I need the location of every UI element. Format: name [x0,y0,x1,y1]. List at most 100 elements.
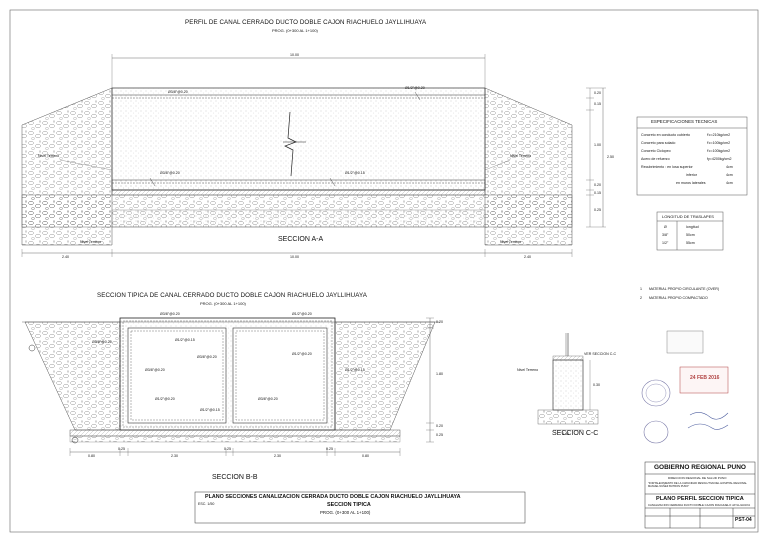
dim-bottom-b5: 2.30 [274,454,281,458]
rebar-label-b1: Ø3/8"@0.20 [160,312,180,316]
dim-top-width: 10.00 [290,53,299,57]
nivel-terreno-a-left: Nivel Terreno [38,154,60,158]
dim-bottom-a3: 2.40 [524,255,531,259]
spec-row-6: en muros laterales 4cm [676,181,733,185]
dim-right-b1: 0.20 [436,320,443,324]
splice-header: LONGITUD DE TRASLAPES [662,214,714,219]
nivel-terreno-a-bottom-left: Nivel Terreno [80,240,102,244]
section-a-a [21,54,606,257]
splice-len1: 55cm [686,241,695,245]
dim-r-total: 2.50 [607,155,614,159]
rebar-label-b7: Ø3/8"@0.20 [145,368,165,372]
tb-plan-sub: CANALIZACION CERRADA DUCTO DOBLE CAJON R… [648,503,751,507]
section-b-prog: PROG. (0+300 AL 1+100) [200,301,246,306]
stamp-date: 24 FEB 2016 [690,375,720,381]
legend-1: 2 MATERIAL PROPIO COMPACTADO [640,296,708,300]
legend-0-text: MATERIAL PROPIO CIRCULANTE (OVER) [649,287,720,291]
cell-right [232,327,328,424]
spec-row-2-label: Concreto Ciclopeo [641,149,671,153]
rebar-label-a2: Ø1/2"@0.20 [405,86,425,90]
dim-right-b2: 1.80 [436,372,443,376]
dim-bottom-b2: 0.25 [118,447,125,451]
dim-c2: 0.40 [562,432,569,436]
spec-row-3-value: fy=4200kg/cm2 [707,157,732,161]
dim-right-b3: 0.20 [436,424,443,428]
rebar-label-b4: Ø1/2"@0.15 [175,338,195,342]
spec-row-4: Recubrimiento : en losa superior 4cm [641,165,733,169]
section-a-title: PERFIL DE CANAL CERRADO DUCTO DOBLE CAJO… [185,19,427,26]
dim-bottom-a2: 10.00 [290,255,299,259]
dim-r1: 0.20 [594,91,601,95]
dim-r6: 0.25 [594,208,601,212]
right-fill-b [334,321,436,431]
section-b-title: SECCION TIPICA DE CANAL CERRADO DUCTO DO… [97,292,368,299]
dim-c1: 0.30 [593,383,600,387]
dim-bottom-a1: 2.40 [62,255,69,259]
spec-row-3: Acero de refuerzo fy=4200kg/cm2 [641,157,731,161]
spec-row-3-label: Acero de refuerzo [641,157,670,161]
spec-row-6-label: en muros laterales [676,181,706,185]
spec-row-1: Concreto para solado f'c=100kg/cm2 [641,141,730,145]
spec-row-5-value: 4cm [726,173,733,177]
splice-col1: Ø [664,225,667,229]
rebar-label-b9: Ø1/2"@0.20 [155,397,175,401]
legend-1-num: 2 [640,296,642,300]
spec-row-1-value: f'c=100kg/cm2 [707,141,731,145]
nivel-terreno-a-bottom-right: Nivel Terreno [500,240,522,244]
rebar-label-b3: Ø3/8"@0.20 [92,340,112,344]
spec-row-2-value: f'c=100kg/cm2 [707,149,731,153]
dim-bottom-b1: 0.80 [88,454,95,458]
spec-row-0-label: Concreto en conducto cubierto [641,133,690,137]
sheet-scale: ESC. 1/50 [198,502,215,506]
section-c-ref: VER SECCION C-C [584,352,617,356]
rebar-label-b6: Ø1/2"@0.20 [292,352,312,356]
sheet-title-2: SECCION TIPICA [327,502,371,508]
spec-row-5-label: inferior [686,173,697,177]
dim-bottom-b3: 2.30 [171,454,178,458]
dim-bottom-b6: 0.25 [326,447,333,451]
section-a-prog: PROG. (0+300 AL 1+100) [272,28,318,33]
nivel-terreno-c: Nivel Terreno [517,368,539,372]
tb-sheet-code: PST-04 [735,517,752,523]
splice-col2: longitud [686,225,699,229]
tb-org: GOBIERNO REGIONAL PUNO [654,464,746,471]
rebar-label-b2: Ø1/2"@0.20 [292,312,312,316]
spec-row-4-value: 4cm [726,165,733,169]
nivel-terreno-a-right: Nivel Terreno [510,154,532,158]
spec-row-0-value: f'c=210kg/cm2 [707,133,731,137]
spec-row-4-label: Recubrimiento : en losa superior [641,165,693,169]
dim-r4: 0.20 [594,183,601,187]
tb-project: "FORTALECIMIENTO DE LA CAPACIDAD RESOLUT… [648,482,747,489]
dim-right-b4: 0.25 [436,433,443,437]
rebar-label-b11: Ø1/2"@0.15 [200,408,220,412]
dim-bottom-b7: 0.80 [362,454,369,458]
dim-r2: 0.15 [594,102,601,106]
legend-0: 1 MATERIAL PROPIO CIRCULANTE (OVER) [640,287,719,291]
tb-org-sub: DIRECCION REGIONAL DE SALUD PUNO [668,476,727,480]
spec-row-0: Concreto en conducto cubierto f'c=210kg/… [641,133,730,137]
cell-left [127,327,227,424]
rebar-label-a4: Ø1/2"@0.15 [345,171,365,175]
rebar-label-b10: Ø3/8"@0.20 [258,397,278,401]
splice-d1: 1/2" [662,241,669,245]
rebar-label-b5: Ø3/8"@0.20 [197,355,217,359]
dim-r5: 0.15 [594,191,601,195]
spec-row-6-value: 4cm [726,181,733,185]
stamps [641,330,729,444]
spec-row-2: Concreto Ciclopeo f'c=100kg/cm2 [641,149,730,153]
section-a-label: SECCION A-A [278,236,324,243]
dim-r3: 1.00 [594,143,601,147]
dim-bottom-b4: 0.25 [224,447,231,451]
channel-body-a [111,87,486,191]
spec-table-grid [636,116,748,251]
sheet-prog: PROG. (0+300 AL 1+100) [320,510,371,515]
rebar-label-a3: Ø3/8"@0.20 [160,171,180,175]
legend-1-text: MATERIAL PROPIO COMPACTADO [649,296,708,300]
left-fill-b [24,321,121,431]
section-c-c [537,333,599,431]
legend-0-num: 1 [640,287,642,291]
sheet-title-1: PLANO SECCIONES CANALIZACION CERRADA DUC… [205,494,461,500]
section-c-label: SECCION C-C [552,430,599,437]
spec-header: ESPECIFICACIONES TECNICAS [651,119,718,124]
